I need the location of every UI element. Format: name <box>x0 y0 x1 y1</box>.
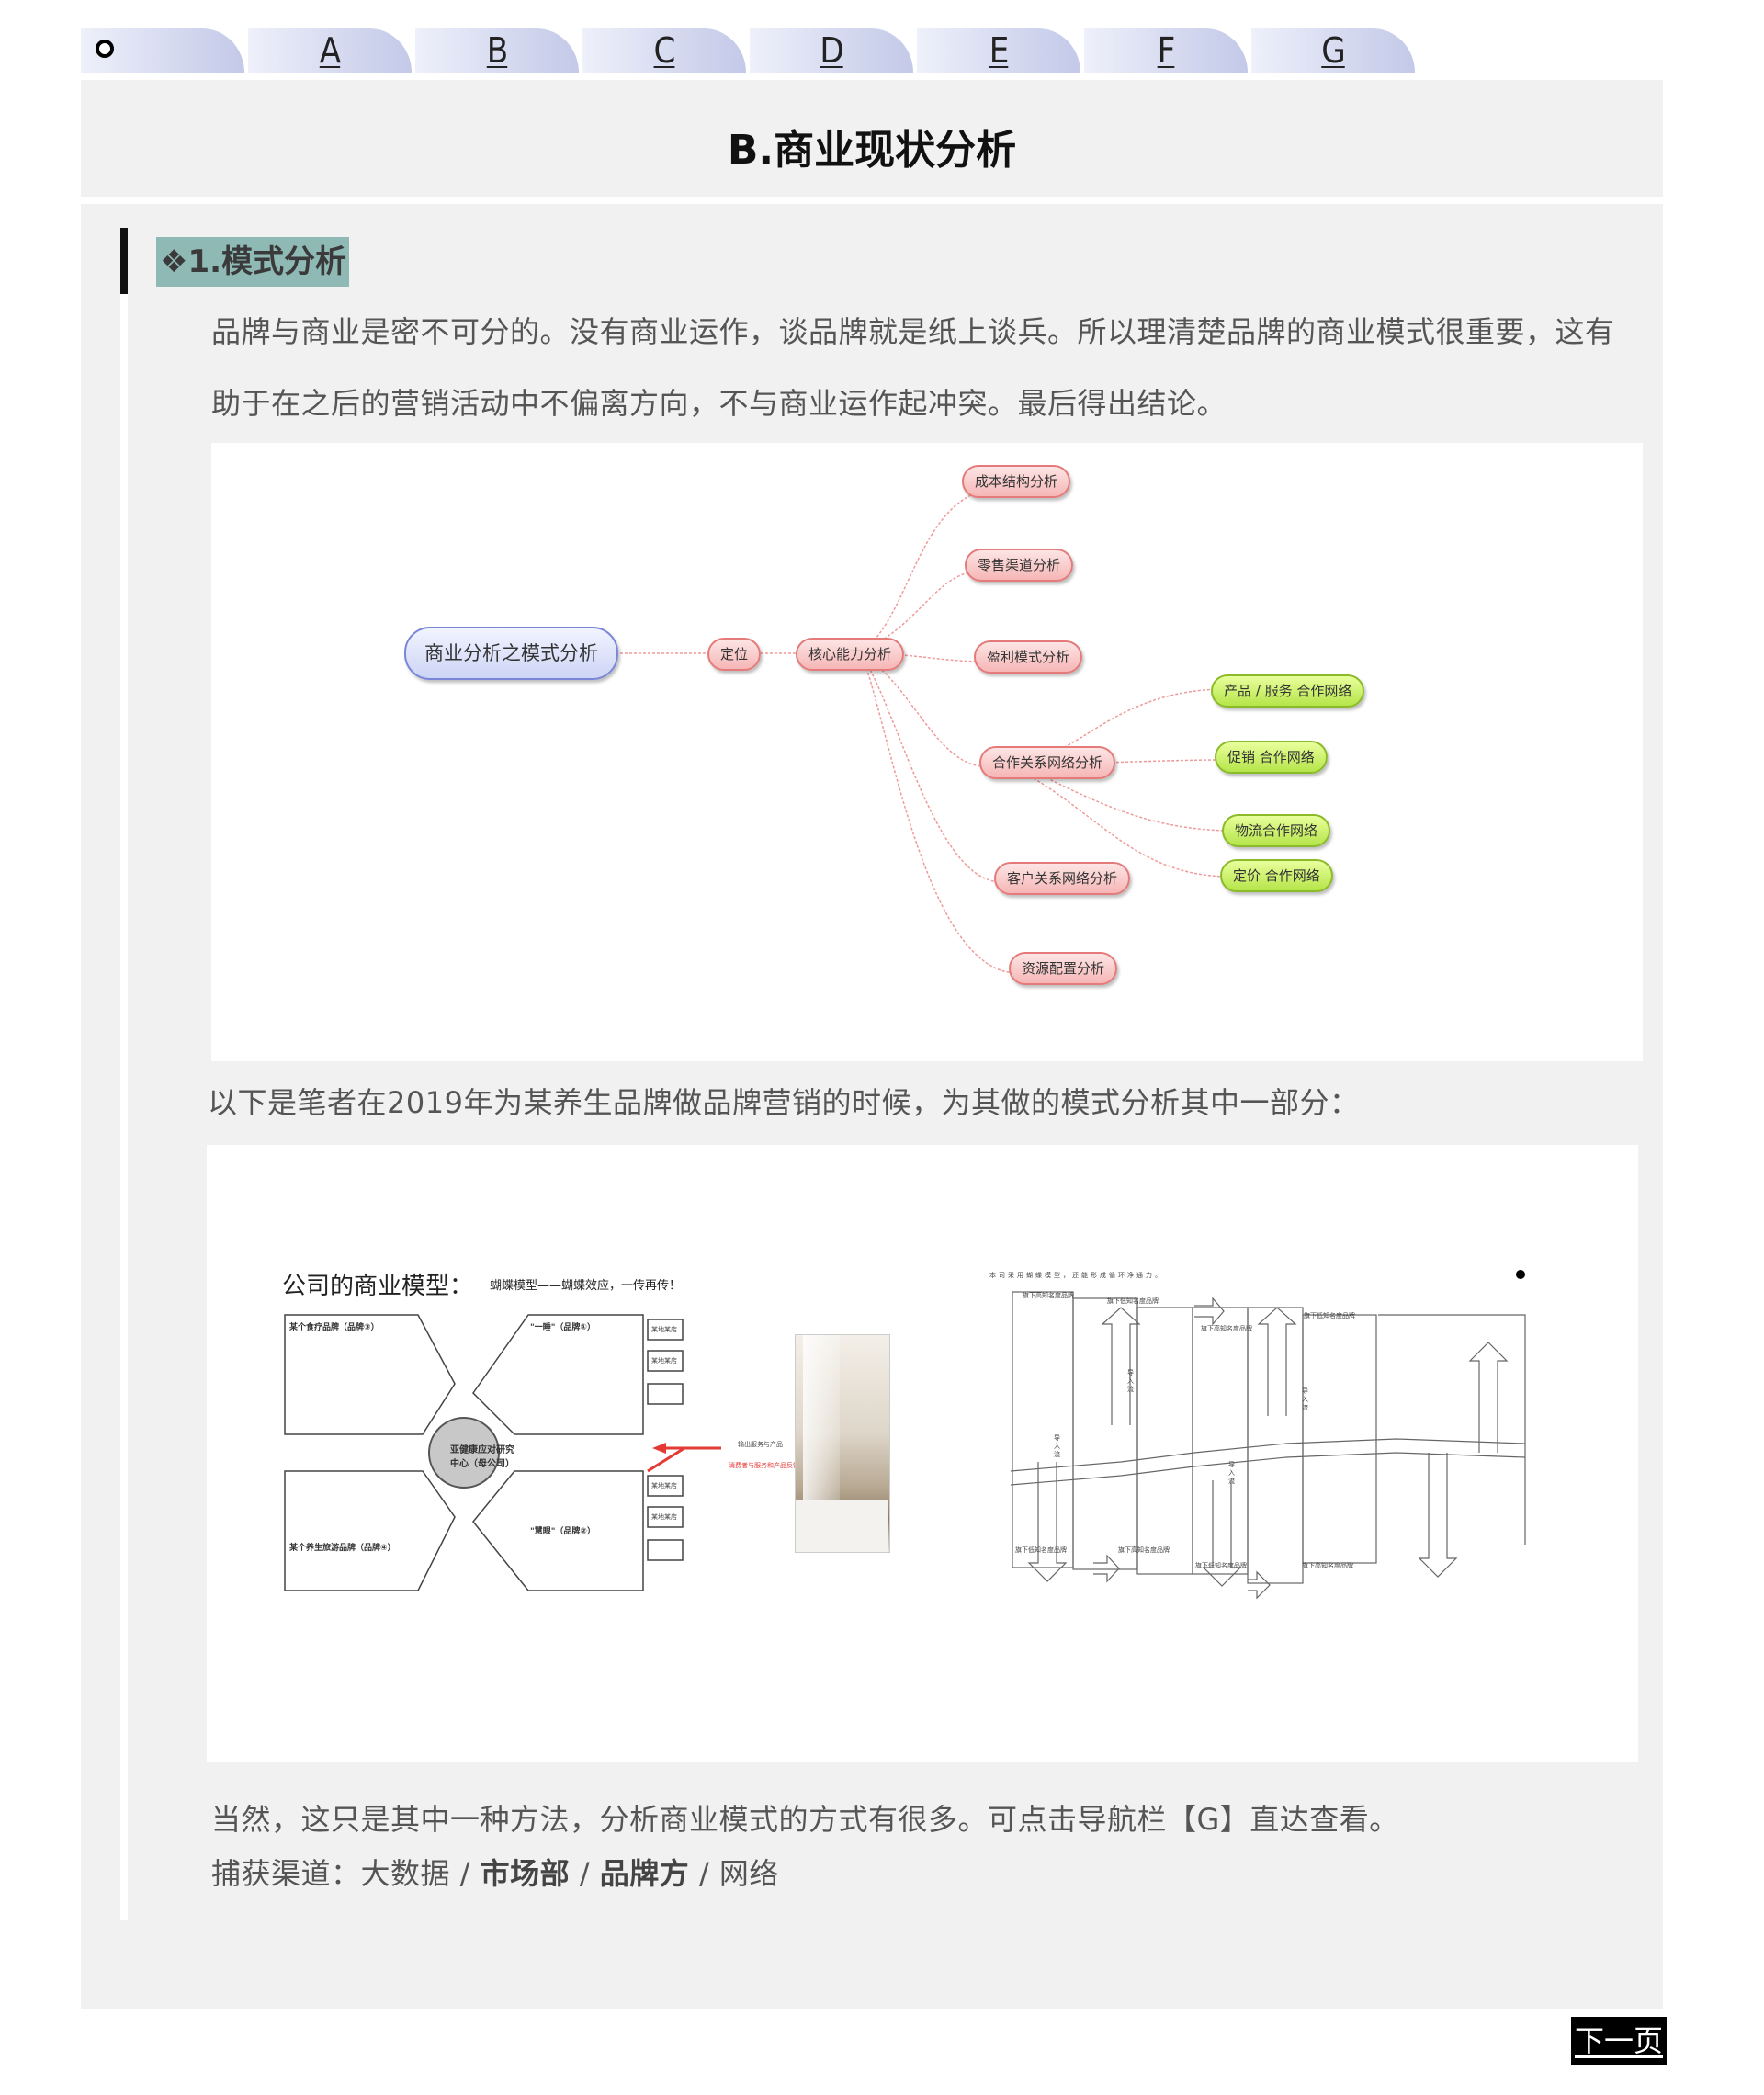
flow-arrow-text: 导入流 <box>1228 1461 1235 1485</box>
flow-label-top: 旗下低知名度品牌 <box>1107 1297 1159 1305</box>
flow-header: 本司采用蝴蝶模型，还能形成循环净通力。 <box>989 1272 1164 1279</box>
mindmap-node-partner: 合作关系网络分析 <box>979 746 1116 779</box>
butterfly-bl-title: 某个养生旅游品牌（品牌④） <box>289 1544 396 1553</box>
tab-label: E <box>989 30 1010 71</box>
flow-dot-icon <box>1516 1270 1525 1279</box>
tab-label: G <box>1321 30 1346 71</box>
butterfly-diagram <box>284 1314 721 1591</box>
butterfly-subtitle: 蝴蝶模型——蝴蝶效应，一传再传！ <box>490 1279 682 1293</box>
mindmap-sub-logistics: 物流合作网络 <box>1222 814 1331 847</box>
channel-brand: 品牌方 <box>599 1856 690 1891</box>
page-title: B.商业现状分析 <box>727 127 1017 174</box>
mindmap-node-retail: 零售渠道分析 <box>965 549 1074 582</box>
side-label: 某地某店 <box>651 1326 677 1333</box>
mindmap-sub-promo: 促销 合作网络 <box>1215 741 1328 774</box>
arrow-label: 输出服务与产品 <box>738 1441 783 1448</box>
flow-label-bottom: 旗下低知名度品牌 <box>1195 1562 1247 1569</box>
mindmap-root: 商业分析之模式分析 <box>404 627 618 680</box>
mindmap-node-resource: 资源配置分析 <box>1009 952 1118 985</box>
tab-label: F <box>1157 30 1176 71</box>
flow-diagram <box>1011 1291 1526 1600</box>
butterfly-center: 亚健康应对研究中心（母公司） <box>450 1445 514 1469</box>
flow-label-bottom: 旗下高知名度品牌 <box>1118 1546 1170 1554</box>
side-label: 某地某店 <box>651 1357 677 1365</box>
tab-b[interactable]: B <box>415 28 579 73</box>
tab-d[interactable]: D <box>750 28 913 73</box>
tab-c[interactable]: C <box>582 28 746 73</box>
room-photo <box>795 1334 890 1553</box>
section-heading: ❖1.模式分析 <box>156 237 349 287</box>
tab-label: B <box>486 30 508 71</box>
mindmap-connectors <box>616 488 1227 974</box>
flow-label-bottom: 旗下低知名度品牌 <box>1015 1546 1067 1554</box>
title-panel: B.商业现状分析 <box>81 80 1663 197</box>
flow-arrow-text: 导入流 <box>1127 1369 1134 1393</box>
channels-sep: / <box>570 1856 600 1891</box>
channels-prefix: 捕获渠道：大数据 / <box>211 1856 481 1891</box>
flow-label-top: 旗下高知名度品牌 <box>1201 1325 1252 1332</box>
capture-channels: 捕获渠道：大数据 / 市场部 / 品牌方 / 网络 <box>211 1851 779 1893</box>
mindmap-node-customer: 客户关系网络分析 <box>994 862 1131 895</box>
mindmap-sub-product: 产品 / 服务 合作网络 <box>1211 674 1365 708</box>
intro-line-1: 品牌与商业是密不可分的。没有商业运作，谈品牌就是纸上谈兵。所以理清楚品牌的商业模… <box>211 314 1615 349</box>
tab-home[interactable] <box>81 28 244 73</box>
tab-label: A <box>319 30 341 71</box>
tab-g[interactable]: G <box>1251 28 1415 73</box>
side-label: 某地某店 <box>651 1482 677 1489</box>
tab-a[interactable]: A <box>248 28 412 73</box>
butterfly-model-image: 公司的商业模型： 蝴蝶模型——蝴蝶效应，一传再传！ 亚健康应对研究中心（母公司）… <box>207 1145 1638 1762</box>
butterfly-tr-title: "一睡"（品牌①） <box>530 1323 595 1332</box>
mindmap-image: 商业分析之模式分析 定位 核心能力分析 成本结构分析 零售渠道分析 盈利模式分析… <box>211 443 1643 1061</box>
mindmap-node-positioning: 定位 <box>707 638 762 671</box>
flow-label-bottom: 旗下高知名度品牌 <box>1302 1562 1353 1569</box>
tab-e[interactable]: E <box>917 28 1080 73</box>
flow-arrow-text: 导入流 <box>1302 1387 1308 1411</box>
butterfly-tl-title: 某个食疗品牌（品牌③） <box>289 1323 379 1332</box>
butterfly-title: 公司的商业模型： <box>282 1273 474 1300</box>
mindmap-node-core: 核心能力分析 <box>796 638 905 671</box>
butterfly-br-title: "慧眼"（品牌②） <box>530 1527 595 1536</box>
next-page-button[interactable]: 下一页 <box>1571 2017 1667 2065</box>
channel-market: 市场部 <box>480 1856 571 1891</box>
flow-label-top: 旗下高知名度品牌 <box>1023 1292 1074 1299</box>
tab-label: D <box>820 30 843 71</box>
tab-label: C <box>653 30 676 71</box>
home-dot-icon <box>96 40 114 58</box>
flow-arrow-text: 导入流 <box>1054 1434 1060 1458</box>
bed-sheet <box>796 1500 888 1552</box>
side-label: 某地某店 <box>651 1513 677 1521</box>
section-rule <box>120 285 128 1920</box>
section-marker <box>120 228 128 294</box>
nav-tabs: A B C D E F G <box>81 28 1422 73</box>
arrow-label-feedback: 消费者与服务和产品反馈 <box>729 1462 799 1469</box>
mindmap-node-cost: 成本结构分析 <box>962 465 1071 498</box>
tab-f[interactable]: F <box>1084 28 1248 73</box>
example-intro: 以下是笔者在2019年为某养生品牌做品牌营销的时候，为其做的模式分析其中一部分： <box>208 1085 1360 1120</box>
mindmap-sub-pricing: 定价 合作网络 <box>1220 859 1333 892</box>
closing-text: 当然，这只是其中一种方法，分析商业模式的方式有很多。可点击导航栏【G】直达查看。 <box>211 1802 1399 1837</box>
mindmap-node-profit: 盈利模式分析 <box>974 640 1083 674</box>
intro-line-2: 助于在之后的营销活动中不偏离方向，不与商业运作起冲突。最后得出结论。 <box>211 386 1227 421</box>
channels-suffix: / 网络 <box>689 1856 779 1891</box>
flow-label-top: 旗下低知名度品牌 <box>1304 1312 1355 1319</box>
